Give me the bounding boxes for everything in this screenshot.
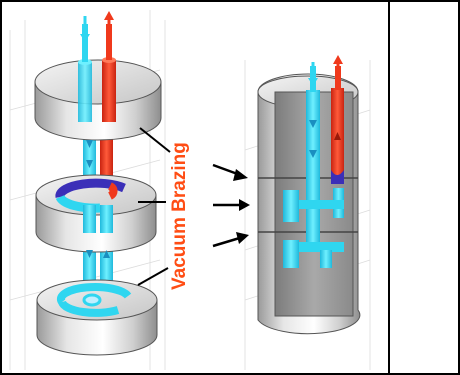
inlet-outlet-ports bbox=[82, 24, 112, 62]
cold-inlet-arrow-icon bbox=[80, 16, 90, 42]
flow-arrow-icons bbox=[86, 140, 110, 258]
vacuum-brazing-label: Vacuum Brazing bbox=[169, 142, 190, 290]
exploded-assembly bbox=[34, 11, 162, 356]
middle-plate bbox=[35, 174, 157, 253]
hot-outlet-arrow-icon bbox=[104, 11, 114, 40]
top-plate bbox=[34, 57, 162, 141]
assembly-flow-arrow-icons bbox=[309, 120, 341, 158]
assembly-hot-arrow-icon bbox=[333, 55, 343, 82]
bottom-plate bbox=[36, 279, 158, 356]
assembly-arrow-icons bbox=[212, 163, 250, 248]
leader-lines bbox=[137, 127, 171, 286]
assembly-cold-arrow-icon bbox=[308, 62, 318, 86]
assembled-cutaway bbox=[257, 66, 361, 335]
